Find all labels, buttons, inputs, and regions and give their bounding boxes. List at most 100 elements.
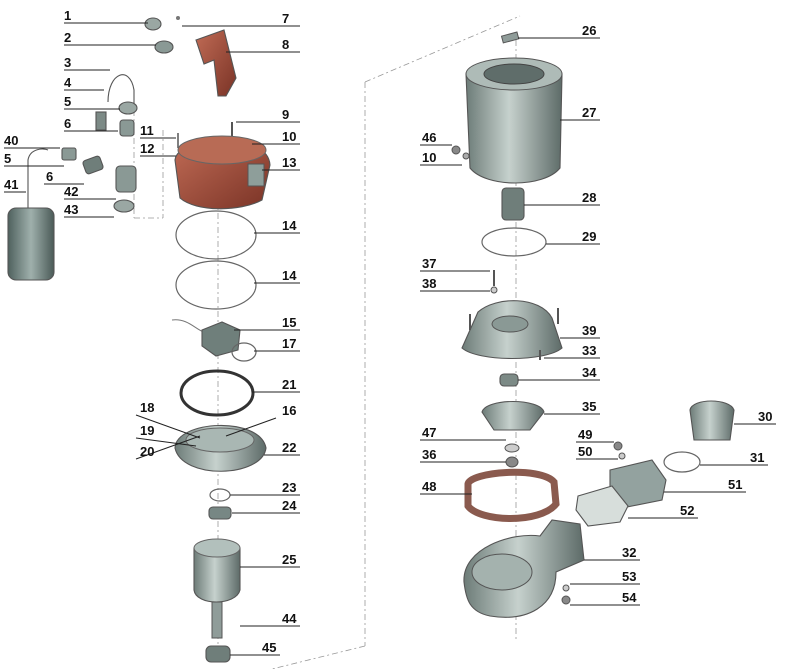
- plug-part-4: [95, 111, 107, 131]
- o-ring-part-29: [481, 227, 547, 257]
- washer-part-47: [504, 443, 520, 453]
- washer-part-50: [618, 452, 626, 460]
- part-label: 44: [282, 611, 297, 626]
- cable-part-3: [107, 74, 135, 112]
- part-label: 51: [728, 477, 743, 492]
- part-label: 37: [422, 256, 437, 271]
- gasket-part-48: [464, 468, 560, 522]
- part-label: 21: [282, 377, 297, 392]
- part-label: 41: [4, 177, 19, 192]
- part-label: 53: [622, 569, 637, 584]
- bolt-part-49: [613, 441, 623, 451]
- screw-part-7: [176, 16, 180, 20]
- part-label: 4: [64, 75, 72, 90]
- part-label: 49: [578, 427, 593, 442]
- o-ring-part-21: [179, 369, 255, 417]
- nut-part-1: [144, 17, 162, 31]
- outlet-pipe-part-30: [689, 400, 735, 441]
- part-label: 40: [4, 133, 19, 148]
- part-label: 13: [282, 155, 297, 170]
- part-label: 38: [422, 276, 437, 291]
- part-label: 45: [262, 640, 277, 655]
- part-label: 54: [622, 590, 637, 605]
- part-label: 14: [282, 268, 297, 283]
- screw-part-46: [451, 145, 461, 155]
- clamp-part-2: [154, 40, 174, 54]
- part-label: 5: [64, 94, 72, 109]
- part-label: 12: [140, 141, 155, 156]
- handle-part-8: [195, 29, 237, 97]
- part-label: 52: [680, 503, 695, 518]
- part-label: 6: [64, 116, 72, 131]
- part-label: 18: [140, 400, 155, 415]
- part-label: 22: [282, 440, 297, 455]
- plate-part-26: [500, 31, 520, 44]
- part-label: 36: [422, 447, 437, 462]
- part-label: 31: [750, 450, 765, 465]
- part-label: 29: [582, 229, 597, 244]
- part-label: 5: [4, 151, 12, 166]
- float-cable-40: [27, 148, 49, 208]
- o-ring-part-14b: [175, 260, 257, 310]
- washer-part-10: [462, 152, 470, 160]
- part-label: 24: [282, 498, 297, 513]
- bearing-part-45: [205, 645, 231, 663]
- perspective-lines: [133, 15, 521, 669]
- part-label: 26: [582, 23, 597, 38]
- float-switch-part-41: [7, 207, 55, 281]
- part-label: 27: [582, 105, 597, 120]
- gasket-part-43: [113, 199, 135, 213]
- shaft-part-25: [211, 601, 223, 639]
- clip-part-5b: [61, 147, 77, 161]
- part-label: 50: [578, 444, 593, 459]
- o-ring-part-23: [209, 488, 231, 502]
- part-label: 11: [140, 123, 154, 138]
- pump-body-parts: [451, 31, 735, 618]
- part-label: 20: [140, 444, 155, 459]
- nut-part-34: [499, 373, 519, 387]
- nut-part-54: [561, 595, 571, 605]
- o-ring-part-14a: [175, 210, 257, 260]
- part-label: 25: [282, 552, 297, 567]
- part-label: 10: [422, 150, 437, 165]
- part-label: 33: [582, 343, 597, 358]
- gasket-part-52: [575, 485, 629, 527]
- part-label: 9: [282, 107, 290, 122]
- gland-part-6b: [82, 155, 104, 175]
- part-label: 6: [46, 169, 54, 184]
- o-ring-part-31: [663, 451, 701, 473]
- part-label: 19: [140, 423, 155, 438]
- part-label: 48: [422, 479, 437, 494]
- gland-part-6: [119, 119, 135, 137]
- part-label: 17: [282, 336, 297, 351]
- capacitor-part-15: [201, 321, 241, 357]
- part-label: 28: [582, 190, 597, 205]
- part-label: 34: [582, 365, 597, 380]
- washer-part-53: [562, 584, 570, 592]
- part-label: 8: [282, 37, 290, 52]
- part-label: 35: [582, 399, 597, 414]
- wire-part-15: [171, 319, 205, 333]
- housing-part-42: [115, 165, 137, 193]
- part-label: 10: [282, 129, 297, 144]
- part-label: 7: [282, 11, 290, 26]
- part-label: 14: [282, 218, 297, 233]
- cable-gland-parts: [7, 16, 180, 281]
- leader-lines: [4, 22, 776, 656]
- part-label: 15: [282, 315, 297, 330]
- motor-housing-part-27: [465, 73, 563, 184]
- washer-part-5: [118, 101, 138, 115]
- part-label: 32: [622, 545, 637, 560]
- part-label: 46: [422, 130, 437, 145]
- impeller-part-35: [481, 400, 545, 431]
- part-label: 39: [582, 323, 597, 338]
- washer-part-38: [490, 286, 498, 294]
- bearing-part-24: [208, 506, 232, 520]
- part-label: 42: [64, 184, 79, 199]
- part-label: 23: [282, 480, 297, 495]
- part-label: 3: [64, 55, 72, 70]
- part-label: 2: [64, 30, 72, 45]
- nut-part-36: [505, 456, 519, 468]
- part-label: 43: [64, 202, 79, 217]
